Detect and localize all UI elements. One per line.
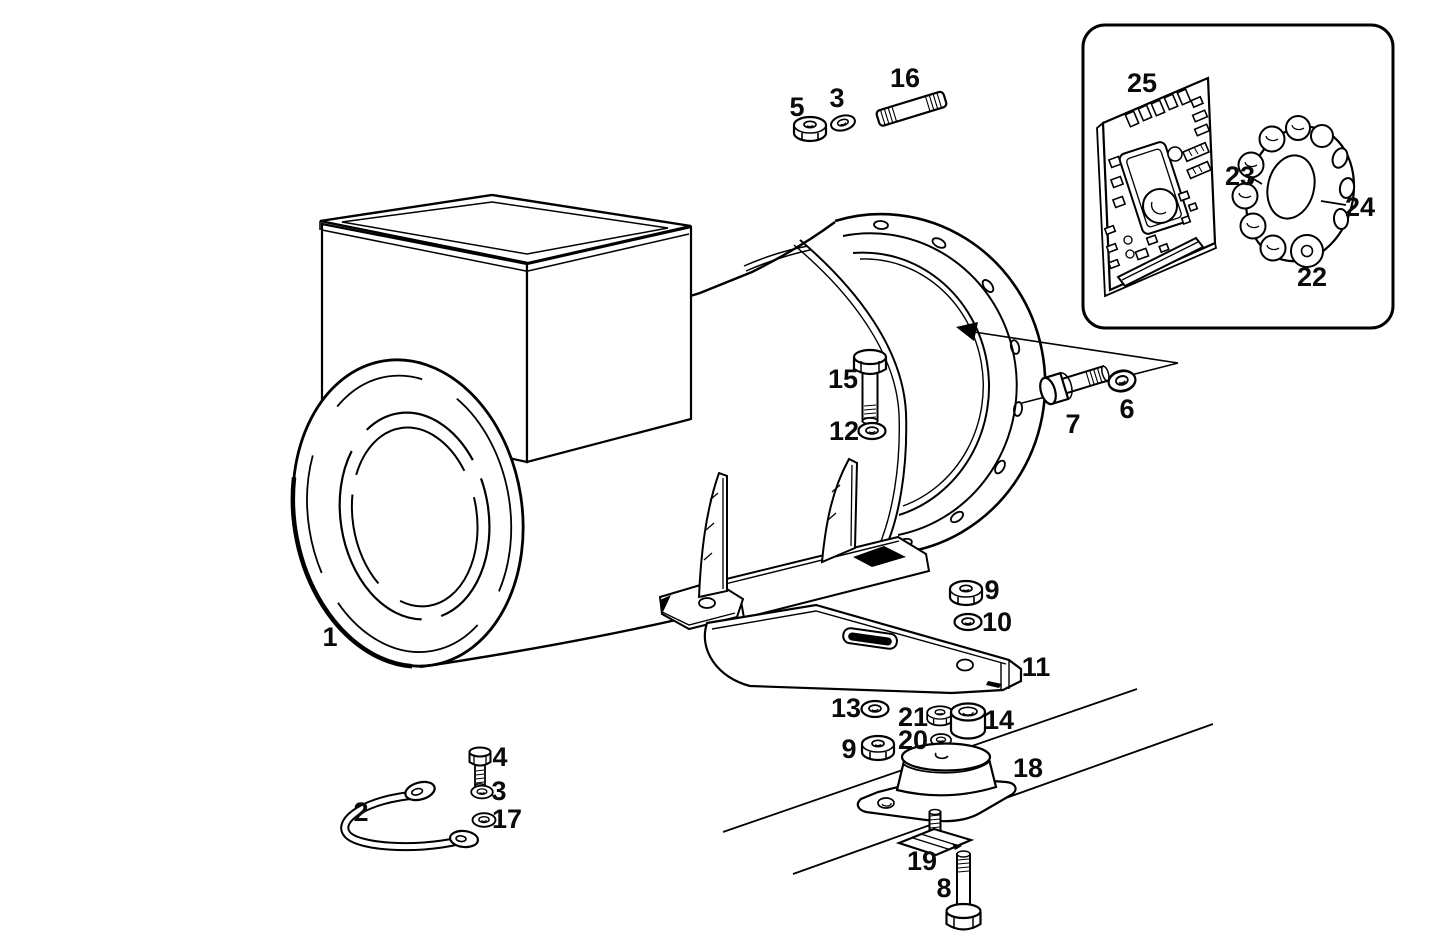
part-4-hex-bolt (468, 746, 492, 789)
part-2-ground-cable (340, 780, 480, 852)
part-8-hex-bolt (945, 850, 982, 931)
shadow-wedge (853, 546, 906, 567)
part-9-hex-nut-upper (948, 579, 984, 607)
callout-8: 8 (936, 873, 951, 903)
part-10-washer (953, 612, 983, 632)
callout-11: 11 (1022, 652, 1051, 682)
callout-18: 18 (1013, 753, 1043, 783)
part-13-washer (860, 699, 890, 719)
callout-25: 25 (1127, 68, 1157, 98)
callout-3b: 3 (491, 776, 506, 806)
support-bracket (703, 603, 1023, 695)
callout-2: 2 (353, 797, 368, 827)
callout-19: 19 (907, 846, 937, 876)
mounting-feet (658, 457, 931, 631)
part-12-washer (857, 421, 887, 441)
callout-15: 15 (828, 364, 858, 394)
callout-14: 14 (984, 705, 1014, 735)
part-21-hex-nut (926, 705, 954, 727)
callout-17: 17 (492, 804, 522, 834)
callout-9b: 9 (841, 734, 856, 764)
callout-23: 23 (1225, 161, 1255, 191)
callout-labels: 1 2 3 3 4 5 6 7 8 9 9 10 11 12 13 14 15 … (322, 63, 1375, 903)
callout-16: 16 (890, 63, 920, 93)
bracket-hole (956, 658, 974, 672)
callout-20: 20 (898, 725, 928, 755)
part-19-stud-plate (895, 808, 975, 857)
callout-10: 10 (982, 607, 1012, 637)
callout-12: 12 (829, 416, 859, 446)
voltage-regulator-board (1096, 76, 1218, 298)
callout-21: 21 (898, 702, 928, 732)
part-16-stud (875, 90, 948, 127)
part-3-washer-bottom (470, 784, 494, 800)
gusset-front (697, 471, 728, 599)
callout-24: 24 (1345, 192, 1375, 222)
part-18-vibration-mount (856, 742, 1017, 823)
callout-3a: 3 (829, 83, 844, 113)
part-3-washer-top (828, 112, 858, 134)
callout-9a: 9 (984, 575, 999, 605)
callout-1: 1 (322, 622, 337, 652)
part-9-hex-nut-lower (860, 734, 896, 762)
generator-body (419, 212, 1047, 669)
rectifier-assembly (1231, 115, 1356, 268)
callout-22: 22 (1297, 262, 1327, 292)
callout-4: 4 (492, 742, 507, 772)
flange-bolt-holes (873, 220, 1023, 549)
callout-7: 7 (1065, 409, 1080, 439)
part-6-washer (1105, 367, 1139, 395)
callout-5: 5 (789, 92, 804, 122)
terminal-box-right-face (525, 225, 693, 464)
part-15-hex-bolt (852, 348, 888, 425)
hardware-parts (340, 90, 1139, 931)
drive-end-shield (290, 358, 525, 669)
callout-13: 13 (831, 693, 861, 723)
part-7-hex-bolt (1039, 365, 1110, 406)
gusset-rear (820, 457, 859, 564)
part-14-spacer-bushing (949, 702, 987, 740)
detail-inset-box (1081, 23, 1395, 330)
callout-6: 6 (1119, 394, 1134, 424)
